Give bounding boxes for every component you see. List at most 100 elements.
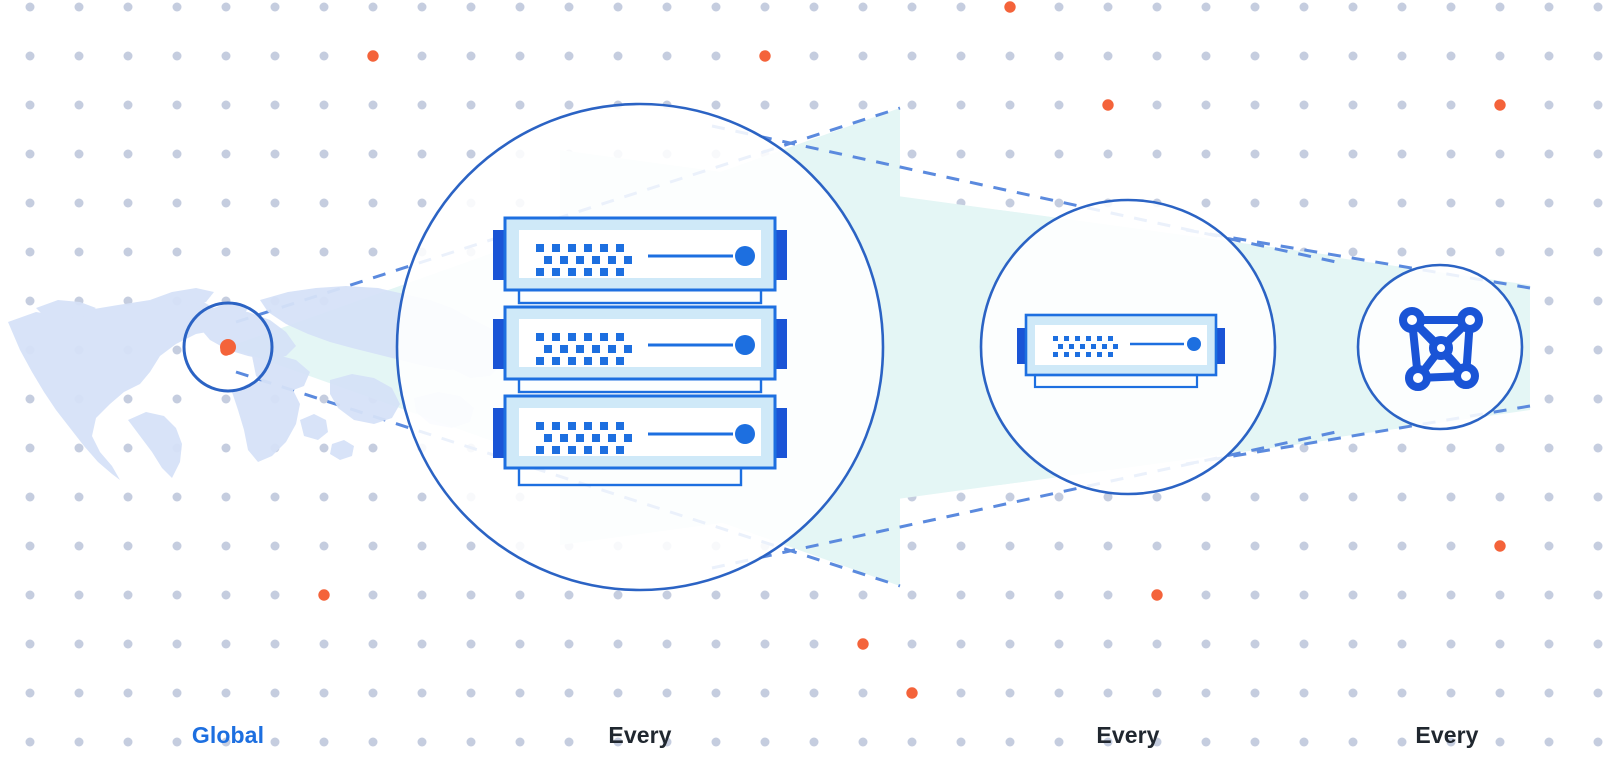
grid-dot [613,2,623,12]
grid-dot [613,51,623,61]
grid-dot [1299,198,1309,208]
grid-dot [1250,100,1260,110]
grid-dot [711,100,721,110]
grid-dot [956,2,966,12]
grid-dot [123,394,133,404]
grid-dot [1397,639,1407,649]
grid-dot [221,737,231,747]
grid-dot [1544,590,1554,600]
grid-dot [1544,296,1554,306]
grid-dot [662,590,672,600]
graph-node-bottom-right [1453,363,1479,389]
grid-dot [858,2,868,12]
grid-dot [368,247,378,257]
grid-dot [956,149,966,159]
grid-dot [221,688,231,698]
grid-dot [221,443,231,453]
grid-dot [515,100,525,110]
grid-dot [466,688,476,698]
grid-dot [25,149,35,159]
grid-dot [172,541,182,551]
grid-dot [1495,639,1505,649]
map-marker-dot [220,339,236,355]
grid-dot [1593,541,1603,551]
grid-dot [1593,345,1603,355]
grid-dot [319,541,329,551]
grid-dot [270,247,280,257]
grid-dot [564,2,574,12]
grid-dot [1446,492,1456,502]
grid-dot [1446,590,1456,600]
grid-dot [1201,198,1211,208]
grid-dot [809,100,819,110]
grid-dot [172,590,182,600]
grid-dot [319,51,329,61]
grid-dot [515,2,525,12]
grid-dot [1250,590,1260,600]
grid-dot [760,2,770,12]
grid-dot [1348,688,1358,698]
grid-dot [1103,737,1113,747]
grid-dot [123,100,133,110]
grid-dot [711,688,721,698]
grid-dot [368,100,378,110]
grid-dot [25,247,35,257]
grid-dot-accent [857,638,869,650]
grid-dot [221,394,231,404]
grid-dot [221,100,231,110]
grid-dot [760,100,770,110]
grid-dot [858,51,868,61]
grid-dot [1250,492,1260,502]
grid-dot [1397,198,1407,208]
grid-dot [74,198,84,208]
grid-dot [368,149,378,159]
grid-dot [1005,100,1015,110]
grid-dot [466,737,476,747]
grid-dot [1054,149,1064,159]
grid-dot [74,247,84,257]
grid-dot [1299,639,1309,649]
grid-dot [1054,2,1064,12]
label-data-center: Every data center [510,668,770,782]
grid-dot [858,590,868,600]
grid-dot [564,51,574,61]
grid-dot [613,737,623,747]
grid-dot [1446,100,1456,110]
grid-dot [1054,492,1064,502]
grid-dot [1005,737,1015,747]
grid-dot [172,639,182,649]
grid-dot [25,394,35,404]
grid-dot [564,688,574,698]
grid-dot [1593,394,1603,404]
grid-dot [123,198,133,208]
grid-dot [1103,639,1113,649]
grid-dot [74,149,84,159]
grid-dot [417,737,427,747]
grid-dot [1201,100,1211,110]
grid-dot [1446,688,1456,698]
grid-dot [417,639,427,649]
grid-dot [907,639,917,649]
network-graph-nodes [1399,307,1483,391]
grid-dot [1103,590,1113,600]
grid-dot [1544,2,1554,12]
grid-dot [956,590,966,600]
grid-dot [711,590,721,600]
grid-dot [1005,198,1015,208]
grid-dot [1593,492,1603,502]
grid-dot [1397,443,1407,453]
grid-dot [221,198,231,208]
grid-dot [1152,51,1162,61]
grid-dot [221,541,231,551]
grid-dot [25,296,35,306]
grid-dot [711,737,721,747]
grid-dot [466,2,476,12]
grid-dot [270,590,280,600]
grid-dot [907,541,917,551]
grid-dot [1299,688,1309,698]
grid-dot [1005,492,1015,502]
graph-node-center [1429,336,1453,360]
grid-dot [1201,688,1211,698]
